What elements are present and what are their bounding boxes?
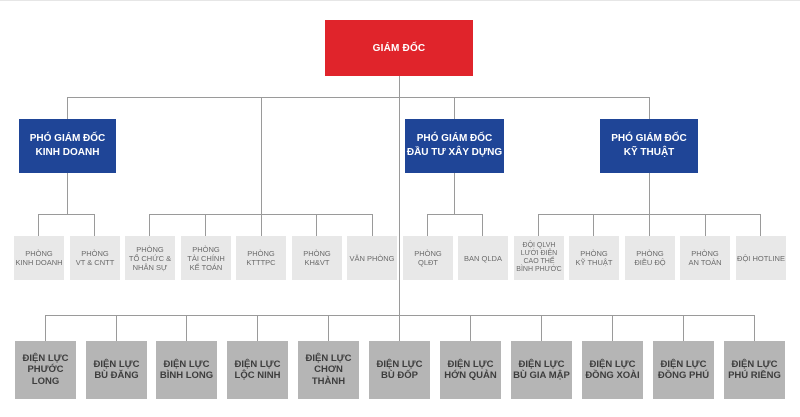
deputy-technical-box: PHÓ GIÁM ĐỐC KỸ THUẬT <box>600 119 698 173</box>
dept-label: PHÒNG TÀI CHÍNH KẾ TOÁN <box>187 244 225 272</box>
deputy-business-label: PHÓ GIÁM ĐỐC KINH DOANH <box>29 133 106 158</box>
dept-label: PHÒNG KỸ THUẬT <box>575 249 613 267</box>
branch-label: ĐIỆN LỰC BÙ ĐỐP <box>376 358 423 382</box>
dept-hotline: ĐỘI HOTLINE <box>736 236 786 280</box>
branch-bu-dang: ĐIỆN LỰC BÙ ĐĂNG <box>86 341 147 399</box>
branch-label: ĐIỆN LỰC ĐỒNG XOÀI <box>585 358 640 382</box>
dept-kinh-doanh: PHÒNG KINH DOANH <box>14 236 64 280</box>
dept-dieu-do: PHÒNG ĐIỀU ĐỘ <box>625 236 675 280</box>
dept-to-chuc-nhan-su: PHÒNG TỔ CHỨC & NHÂN SỰ <box>125 236 175 280</box>
branch-bu-dop: ĐIỆN LỰC BÙ ĐỐP <box>369 341 430 399</box>
branch-label: ĐIỆN LỰC BÌNH LONG <box>159 358 214 382</box>
dept-kh-vt: PHÒNG KH&VT <box>292 236 342 280</box>
deputy-business-box: PHÓ GIÁM ĐỐC KINH DOANH <box>19 119 116 173</box>
dept-label: PHÒNG KTTTPC <box>246 249 276 267</box>
branch-label: ĐIỆN LỰC BÙ GIA MẬP <box>513 358 570 382</box>
top-divider <box>0 0 800 1</box>
dept-label: VĂN PHÒNG <box>349 253 395 263</box>
dept-label: PHÒNG ĐIỀU ĐỘ <box>634 249 666 267</box>
branch-label: ĐIỆN LỰC ĐỒNG PHÚ <box>657 358 710 382</box>
dept-label: PHÒNG KINH DOANH <box>15 249 63 267</box>
branch-binh-long: ĐIỆN LỰC BÌNH LONG <box>156 341 217 399</box>
dept-label: ĐỘI QLVH LƯỚI ĐIỆN CAO THẾ BÌNH PHƯỚC <box>516 242 562 273</box>
branch-hon-quan: ĐIỆN LỰC HỚN QUẢN <box>440 341 501 399</box>
deputy-technical-label: PHÓ GIÁM ĐỐC KỸ THUẬT <box>611 133 687 158</box>
branch-label: ĐIỆN LỰC PHÚ RIỀNG <box>728 358 781 382</box>
dept-tai-chinh-ke-toan: PHÒNG TÀI CHÍNH KẾ TOÁN <box>181 236 231 280</box>
deputy-construction-label: PHÓ GIÁM ĐỐC ĐẦU TƯ XÂY DỰNG <box>406 133 503 158</box>
branch-phuoc-long: ĐIỆN LỰC PHƯỚC LONG <box>15 341 76 399</box>
dept-label: PHÒNG VT & CNTT <box>75 249 115 267</box>
branch-label: ĐIỆN LỰC BÙ ĐĂNG <box>93 358 140 382</box>
director-label: GIÁM ĐỐC <box>372 42 426 54</box>
branch-label: ĐIỆN LỰC CHƠN THÀNH <box>305 352 352 387</box>
dept-vt-cntt: PHÒNG VT & CNTT <box>70 236 120 280</box>
dept-label: PHÒNG AN TOÀN <box>688 249 722 267</box>
dept-ky-thuat: PHÒNG KỸ THUẬT <box>569 236 619 280</box>
dept-an-toan: PHÒNG AN TOÀN <box>680 236 730 280</box>
dept-label: PHÒNG KH&VT <box>303 249 331 267</box>
branch-dong-phu: ĐIỆN LỰC ĐỒNG PHÚ <box>653 341 714 399</box>
dept-label: BAN QLDA <box>464 253 502 263</box>
branch-label: ĐIỆN LỰC HỚN QUẢN <box>444 358 497 382</box>
dept-label: PHÒNG QLĐT <box>414 249 442 267</box>
branch-loc-ninh: ĐIỆN LỰC LỘC NINH <box>227 341 288 399</box>
dept-label: PHÒNG TỔ CHỨC & NHÂN SỰ <box>128 244 172 272</box>
dept-kttttpc: PHÒNG KTTTPC <box>236 236 286 280</box>
branch-label: ĐIỆN LỰC PHƯỚC LONG <box>22 352 69 387</box>
dept-qldt: PHÒNG QLĐT <box>403 236 453 280</box>
branch-bu-gia-map: ĐIỆN LỰC BÙ GIA MẬP <box>511 341 572 399</box>
branch-chon-thanh: ĐIỆN LỰC CHƠN THÀNH <box>298 341 359 399</box>
dept-van-phong: VĂN PHÒNG <box>347 236 397 280</box>
dept-label: ĐỘI HOTLINE <box>737 253 785 263</box>
dept-ban-qlda: BAN QLDA <box>458 236 508 280</box>
branch-label: ĐIỆN LỰC LỘC NINH <box>234 358 281 382</box>
branch-dong-xoai: ĐIỆN LỰC ĐỒNG XOÀI <box>582 341 643 399</box>
director-box: GIÁM ĐỐC <box>325 20 473 76</box>
deputy-construction-box: PHÓ GIÁM ĐỐC ĐẦU TƯ XÂY DỰNG <box>405 119 504 173</box>
dept-doi-qlvh: ĐỘI QLVH LƯỚI ĐIỆN CAO THẾ BÌNH PHƯỚC <box>514 236 564 280</box>
branch-phu-rieng: ĐIỆN LỰC PHÚ RIỀNG <box>724 341 785 399</box>
